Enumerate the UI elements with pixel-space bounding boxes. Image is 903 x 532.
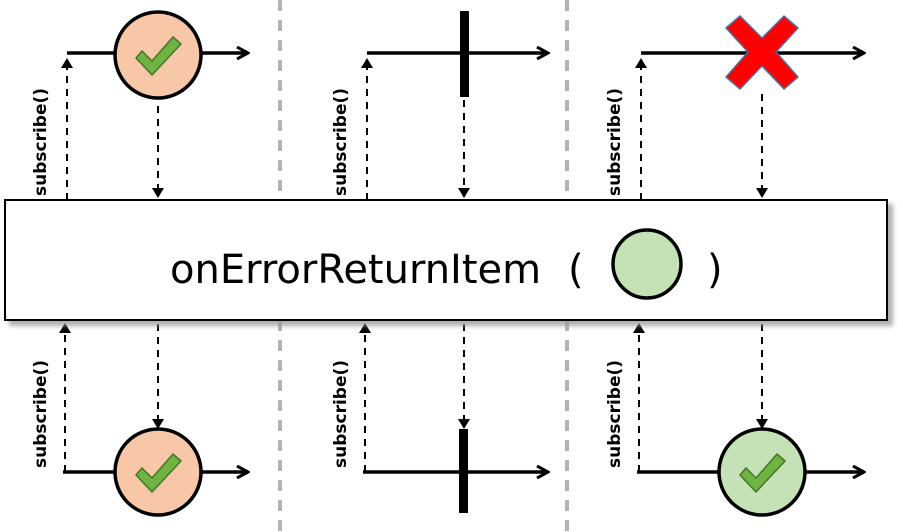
result-item-marble (113, 427, 203, 517)
subscribe-label: subscribe() (31, 88, 51, 196)
operator-item-marble (611, 228, 683, 300)
subscribe-label: subscribe() (331, 88, 351, 196)
operator-name: onErrorReturnItem (170, 247, 541, 293)
subscribe-label: subscribe() (605, 360, 625, 468)
fallback-item-marble (717, 427, 807, 517)
panel-item: subscribe() subscribe() (31, 10, 248, 517)
panel-error: subscribe() subscribe() (605, 15, 864, 517)
checkmark-icon (135, 453, 182, 493)
operator-close-paren: ) (707, 247, 723, 293)
subscribe-label: subscribe() (31, 360, 51, 468)
operator-box: onErrorReturnItem ( ) (4, 199, 888, 321)
subscribe-label: subscribe() (605, 88, 625, 196)
operator-open-paren: ( (568, 247, 584, 293)
panel-complete: subscribe() subscribe() (331, 11, 548, 513)
error-x-icon (725, 15, 799, 90)
completion-bar (459, 429, 468, 513)
checkmark-icon (135, 36, 182, 76)
completion-bar (460, 11, 469, 97)
checkmark-icon (739, 453, 786, 493)
item-marble (113, 10, 203, 100)
subscribe-label: subscribe() (331, 360, 351, 468)
